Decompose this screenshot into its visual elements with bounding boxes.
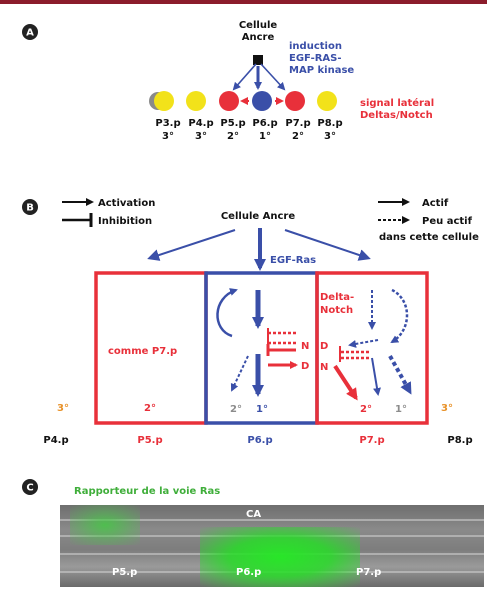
p5-photo-label: P5.p <box>112 567 138 578</box>
induction-label-1: induction <box>289 41 342 52</box>
anchor-arrow-p7 <box>284 229 371 261</box>
panel-c-badge <box>22 479 38 495</box>
lateral-signal-label-2: Deltas/Notch <box>360 110 433 121</box>
ca-label: CA <box>246 509 262 520</box>
green-fluorescence-p6 <box>200 527 360 587</box>
panel-a: A Cellule Ancre induction EGF-RAS- MAP k… <box>22 20 434 142</box>
p6-secondary-fate: 2° <box>230 404 242 415</box>
p5-fate-b: 2° <box>144 403 156 414</box>
panel-a-badge <box>22 24 38 40</box>
p7-primary-fate: 1° <box>395 404 407 415</box>
p7-name: P7.p <box>285 118 310 129</box>
p8-name: P8.p <box>317 118 342 129</box>
p8-fate: 3° <box>324 131 336 142</box>
panel-a-label: A <box>26 28 34 39</box>
p7-cell <box>285 91 305 111</box>
p6-letter-d: D <box>301 361 309 372</box>
p7-name-b: P7.p <box>359 435 384 446</box>
p3-cell <box>154 91 174 111</box>
microscopy-image: CA P5.p P6.p P7.p <box>60 505 484 587</box>
legend-peu-actif-label: Peu actif <box>422 216 473 227</box>
p5-name-b: P5.p <box>137 435 162 446</box>
p6-fate: 1° <box>259 131 271 142</box>
egf-ras-label: EGF-Ras <box>270 255 316 266</box>
anchor-cell-square <box>253 55 263 65</box>
p5-fate: 2° <box>227 131 239 142</box>
p7-fate: 2° <box>292 131 304 142</box>
p7-weak-primary-arrow <box>388 355 412 395</box>
p7-ras-arrow <box>371 357 381 396</box>
comme-p7-label: comme P7.p <box>108 346 177 357</box>
ras-reporter-title: Rapporteur de la voie Ras <box>74 486 220 497</box>
p7-letter-d: D <box>320 341 328 352</box>
p6-photo-label: P6.p <box>236 567 262 578</box>
anchor-cell-label-1: Cellule <box>239 20 278 31</box>
anchor-arrow-p5 <box>147 229 236 261</box>
p3-name: P3.p <box>155 118 180 129</box>
p4-fate-b: 3° <box>57 403 69 414</box>
p8-fate-b: 3° <box>441 403 453 414</box>
legend-actif-label: Actif <box>422 198 449 209</box>
panel-b-label: B <box>26 203 34 214</box>
p7-notch-arrow <box>333 364 358 401</box>
p7-photo-label: P7.p <box>356 567 382 578</box>
p6-cell <box>252 91 272 111</box>
anchor-cell-label-2: Ancre <box>242 32 275 43</box>
p5-cell <box>219 91 239 111</box>
p3-fate: 3° <box>162 131 174 142</box>
delta-notch-label-1: Delta- <box>320 292 354 303</box>
p7-box <box>315 271 429 425</box>
lateral-signal-label-1: signal latéral <box>360 97 434 109</box>
induction-arrow-p5 <box>232 63 257 91</box>
p7-secondary-fate: 2° <box>360 404 372 415</box>
p4-fate: 3° <box>195 131 207 142</box>
p8-name-b: P8.p <box>447 435 472 446</box>
p6-letter-n: N <box>301 341 309 352</box>
p4-cell <box>186 91 206 111</box>
induction-label-2: EGF-RAS- <box>289 53 342 64</box>
induction-label-3: MAP kinase <box>289 65 354 76</box>
panel-c-label: C <box>26 483 33 494</box>
p8-cell <box>317 91 337 111</box>
green-fluorescence-left <box>70 505 140 545</box>
p4-name: P4.p <box>188 118 213 129</box>
p7-letter-n: N <box>320 362 328 373</box>
legend-activation-label: Activation <box>98 198 155 209</box>
p7-weak-arrow-left <box>348 339 379 348</box>
anchor-cell-title: Cellule Ancre <box>221 211 296 222</box>
delta-notch-label-2: Notch <box>320 305 353 316</box>
p4-name-b: P4.p <box>43 435 68 446</box>
tissue-streak <box>60 519 484 521</box>
p7-weak-loop <box>390 288 409 344</box>
legend-dans-cellule-label: dans cette cellule <box>379 232 479 243</box>
p6-weak-arrow <box>230 355 249 392</box>
panel-c-header: C Rapporteur de la voie Ras <box>22 479 220 497</box>
p6-primary-fate: 1° <box>256 404 268 415</box>
p6-feedback-loop <box>216 288 238 338</box>
panel-b-badge <box>22 199 38 215</box>
legend-inhibition-label: Inhibition <box>98 216 152 227</box>
p5-name: P5.p <box>220 118 245 129</box>
p6-name: P6.p <box>252 118 277 129</box>
induction-arrow-p7 <box>260 63 286 91</box>
p6-name-b: P6.p <box>247 435 272 446</box>
panel-b: B Activation Inhibition Actif Peu actif … <box>22 198 479 446</box>
header-bar <box>0 0 487 4</box>
